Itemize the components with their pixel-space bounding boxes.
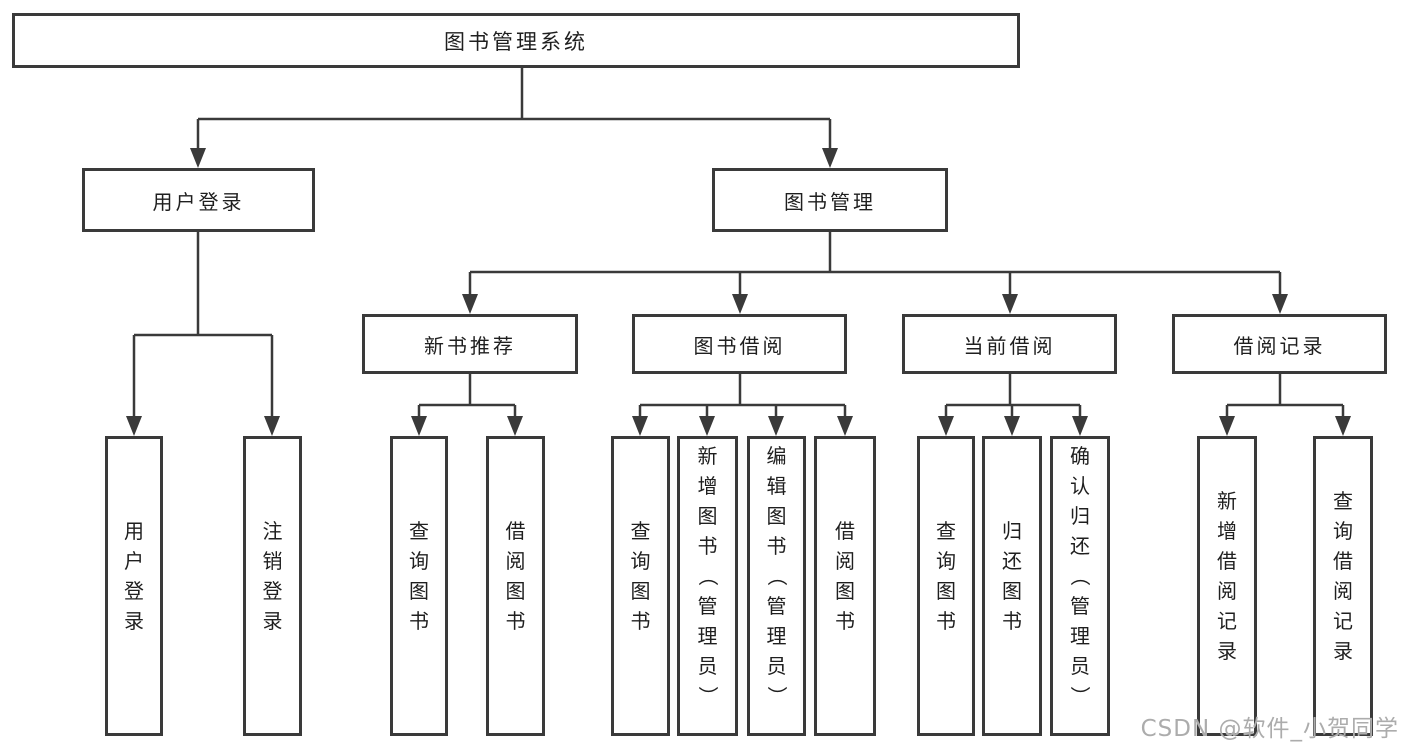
leaf-add-borrow-record-label: 新增借阅记录: [1217, 489, 1237, 663]
leaf-query-borrow-record-label: 查询借阅记录: [1333, 489, 1353, 663]
leaf-user-login: 用户登录: [105, 436, 163, 736]
leaf-add-borrow-record: 新增借阅记录: [1197, 436, 1257, 736]
leaf-logout-label: 注销登录: [262, 519, 283, 633]
node-borrowing-records-label: 借阅记录: [1233, 333, 1326, 358]
leaf-user-login-label: 用户登录: [124, 519, 144, 633]
node-borrowing-records: 借阅记录: [1172, 314, 1387, 374]
leaf-borrow-books-recommend-label: 借阅图书: [505, 519, 526, 633]
node-book-management: 图书管理: [712, 168, 948, 232]
leaf-edit-book-admin: 编辑图书（管理员）: [747, 436, 806, 736]
leaf-add-book-admin: 新增图书（管理员）: [677, 436, 738, 736]
node-book-borrowing-label: 图书借阅: [693, 333, 786, 358]
leaf-query-books-recommend-label: 查询图书: [409, 519, 429, 633]
leaf-borrow-books-borrowing-label: 借阅图书: [835, 519, 855, 633]
leaf-edit-book-admin-label: 编辑图书（管理员）: [764, 444, 789, 706]
leaf-query-books-current: 查询图书: [917, 436, 975, 736]
leaf-logout: 注销登录: [243, 436, 302, 736]
leaf-query-books-current-label: 查询图书: [936, 519, 956, 633]
node-book-borrowing: 图书借阅: [632, 314, 847, 374]
leaf-query-borrow-record: 查询借阅记录: [1313, 436, 1373, 736]
node-user-login: 用户登录: [82, 168, 315, 232]
leaf-borrow-books-borrowing: 借阅图书: [814, 436, 876, 736]
leaf-confirm-return-admin-label: 确认归还（管理员）: [1068, 444, 1092, 706]
leaf-borrow-books-recommend: 借阅图书: [486, 436, 545, 736]
leaf-add-book-admin-label: 新增图书（管理员）: [695, 444, 720, 706]
node-current-borrowing: 当前借阅: [902, 314, 1117, 374]
leaf-query-books-borrowing-label: 查询图书: [630, 519, 651, 633]
node-root: 图书管理系统: [12, 13, 1020, 68]
leaf-return-books: 归还图书: [982, 436, 1042, 736]
node-book-management-label: 图书管理: [784, 189, 876, 214]
node-user-login-label: 用户登录: [152, 189, 245, 214]
leaf-confirm-return-admin: 确认归还（管理员）: [1050, 436, 1110, 736]
node-root-label: 图书管理系统: [444, 29, 588, 54]
node-current-borrowing-label: 当前借阅: [963, 333, 1056, 358]
leaf-query-books-borrowing: 查询图书: [611, 436, 670, 736]
node-new-book-recommendation-label: 新书推荐: [424, 333, 516, 358]
csdn-watermark: CSDN @软件_小贺同学: [1140, 716, 1399, 742]
leaf-query-books-recommend: 查询图书: [390, 436, 448, 736]
leaf-return-books-label: 归还图书: [1002, 519, 1022, 633]
node-new-book-recommendation: 新书推荐: [362, 314, 578, 374]
